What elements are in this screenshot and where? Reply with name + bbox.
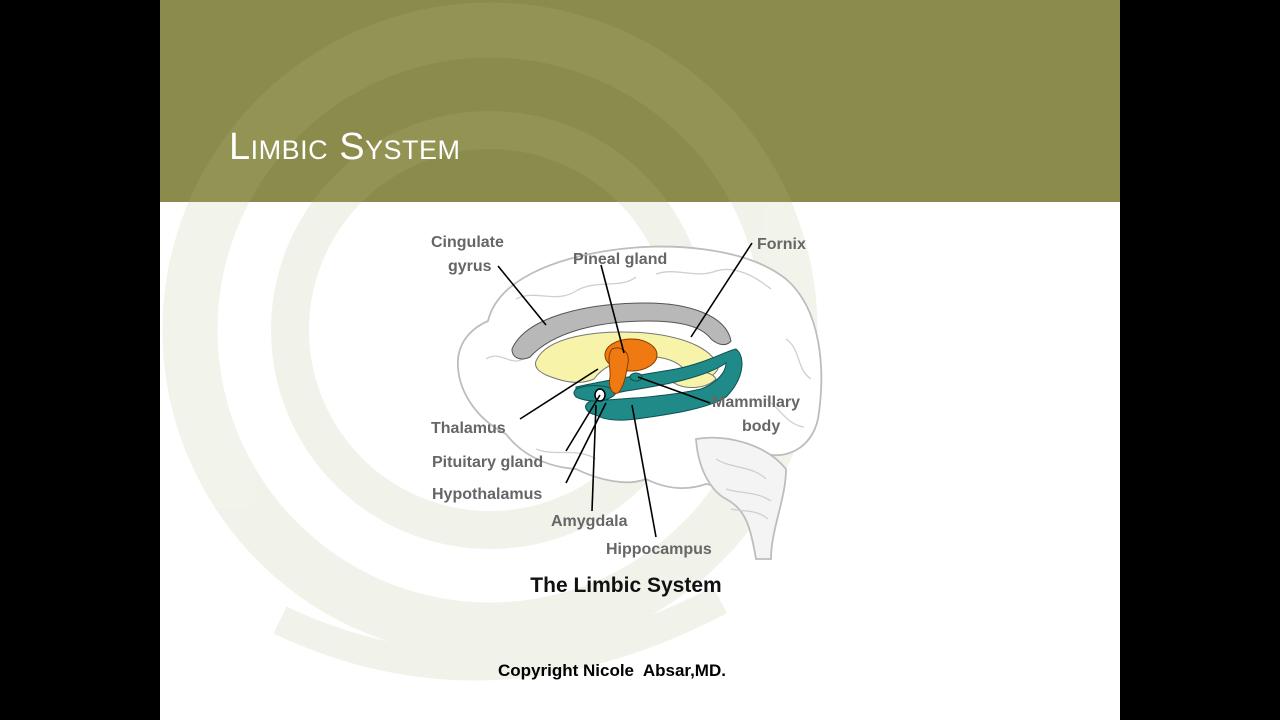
- label-cingulate-gyrus-2: gyrus: [448, 258, 492, 275]
- brain-gyri: [485, 268, 812, 520]
- slide-title: Limbic System: [229, 126, 461, 168]
- title-band: Limbic System: [160, 0, 1120, 202]
- label-pointer-lines: [497, 242, 753, 538]
- label-hypothalamus: Hypothalamus: [432, 486, 542, 503]
- label-cingulate-gyrus-1: Cingulate: [431, 234, 504, 251]
- label-pineal-gland: Pineal gland: [573, 251, 667, 268]
- label-mammillary-body-1: Mammillary: [712, 394, 800, 411]
- label-amygdala: Amygdala: [551, 513, 628, 530]
- label-mammillary-body-2: body: [742, 418, 780, 435]
- cingulate-gyrus-shape: [511, 302, 732, 360]
- label-hippocampus: Hippocampus: [606, 541, 712, 558]
- limbic-system-diagram: Cingulate gyrus Pineal gland Fornix Mamm…: [431, 234, 823, 597]
- label-pituitary-gland: Pituitary gland: [432, 454, 543, 471]
- slide: Limbic System: [160, 0, 1120, 720]
- copyright-notice: Copyright Nicole Absar,MD.: [498, 661, 726, 680]
- mammillary-body-shape: [629, 372, 643, 382]
- label-fornix: Fornix: [757, 236, 806, 253]
- label-thalamus: Thalamus: [431, 420, 506, 437]
- hypothalamus-shape: [608, 347, 629, 394]
- diagram-caption: The Limbic System: [530, 574, 721, 597]
